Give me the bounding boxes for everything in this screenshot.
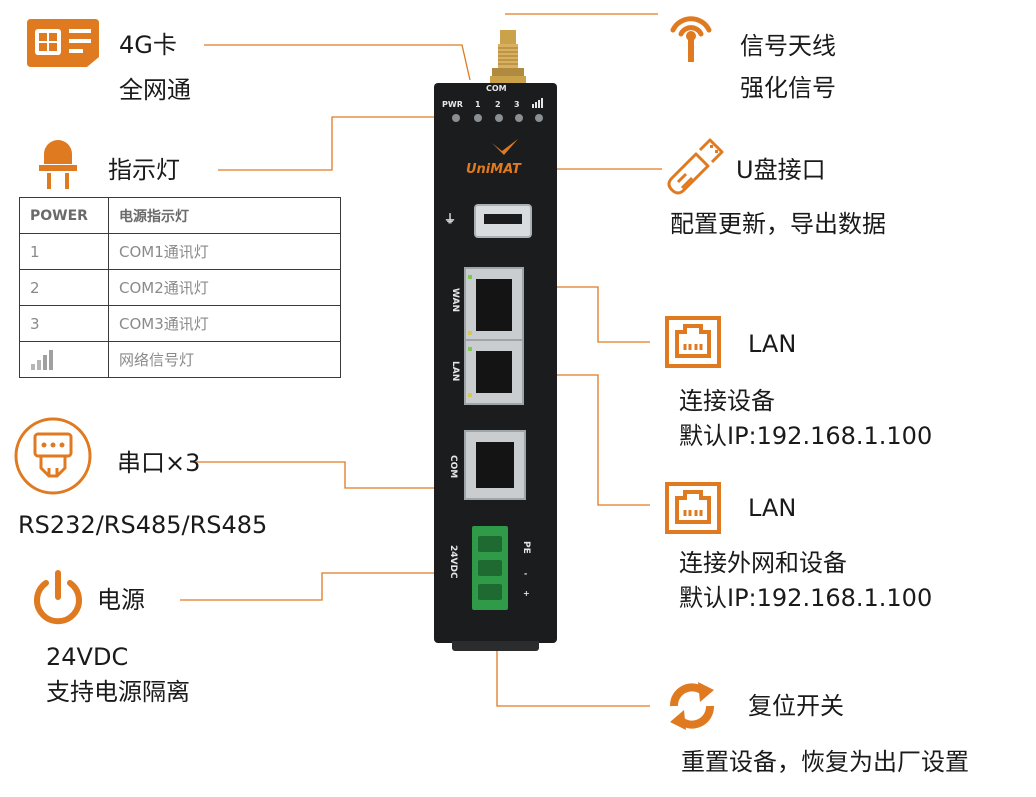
table-cell-key: POWER [19, 197, 109, 234]
lan1-title: LAN [748, 330, 797, 358]
table-cell-key: 2 [19, 269, 109, 306]
led-com3 [515, 114, 523, 122]
led-label-pwr: PWR [442, 100, 463, 109]
terminal-label-minus: - [524, 569, 528, 578]
usb-port[interactable] [474, 204, 532, 238]
usb-subtitle: 配置更新，导出数据 [670, 210, 886, 238]
unimat-logo-icon [492, 139, 518, 155]
leader-power [180, 572, 448, 601]
leader-lan1 [523, 286, 650, 343]
usb-drive-icon [667, 138, 724, 195]
table-cell-key: 3 [19, 305, 109, 342]
lan1-line2: 默认IP:192.168.1.100 [679, 422, 933, 450]
leader-lan2 [523, 374, 650, 506]
signal-bars-icon [532, 98, 543, 108]
lan-port[interactable] [464, 339, 524, 405]
ethernet-port-icon [665, 316, 721, 368]
sim-title: 4G卡 [119, 31, 177, 59]
table-cell-key [19, 341, 109, 378]
gateway-device: PWR COM 1 2 3 UniMAT ⏚ WAN LAN COM 24VDC [434, 83, 557, 651]
led-signal [535, 114, 543, 122]
brand-logo-text: UniMAT [466, 162, 521, 177]
indicator-light-icon [39, 140, 77, 189]
antenna-connector [490, 30, 526, 84]
table-row: 2 COM2通讯灯 [19, 269, 341, 306]
table-cell-desc: COM1通讯灯 [108, 233, 341, 270]
leader-sim [204, 44, 471, 81]
led-power [452, 114, 460, 122]
port-label-24vdc: 24VDC [448, 545, 458, 579]
port-label-com: COM [448, 455, 458, 479]
table-cell-key: 1 [19, 233, 109, 270]
table-row: 网络信号灯 [19, 341, 341, 378]
leader-reset [496, 648, 650, 707]
ethernet-port-icon [665, 482, 721, 534]
power-terminal[interactable] [472, 526, 508, 610]
reset-title: 复位开关 [748, 692, 844, 720]
leader-indicator [218, 116, 455, 171]
table-cell-desc: COM2通讯灯 [108, 269, 341, 306]
power-title: 电源 [97, 586, 145, 614]
table-cell-desc: 电源指示灯 [108, 197, 341, 234]
lan1-line1: 连接设备 [679, 387, 775, 415]
led-label-1: 1 [475, 100, 481, 109]
table-row: 3 COM3通讯灯 [19, 305, 341, 342]
lan2-title: LAN [748, 494, 797, 522]
terminal-label-pe: PE [521, 541, 531, 554]
com-port[interactable] [464, 430, 526, 500]
signal-bars-icon [31, 349, 53, 370]
table-cell-desc: COM3通讯灯 [108, 305, 341, 342]
led-label-2: 2 [495, 100, 501, 109]
usb-symbol-icon: ⏚ [444, 212, 457, 226]
reset-button[interactable] [452, 641, 539, 651]
port-label-wan: WAN [450, 288, 460, 313]
serial-subtitle: RS232/RS485/RS485 [18, 511, 268, 539]
antenna-title: 信号天线 [740, 32, 836, 60]
led-com2 [495, 114, 503, 122]
antenna-signal-icon [670, 16, 712, 62]
wan-port[interactable] [464, 267, 524, 343]
reset-subtitle: 重置设备，恢复为出厂设置 [681, 748, 969, 776]
table-cell-desc: 网络信号灯 [108, 341, 341, 378]
power-icon [34, 570, 82, 625]
serial-title: 串口×3 [117, 449, 201, 477]
serial-port-icon [14, 417, 92, 495]
led-com1 [474, 114, 482, 122]
lan2-line2: 默认IP:192.168.1.100 [679, 584, 933, 612]
terminal-label-plus: + [523, 589, 530, 598]
usb-title: U盘接口 [736, 156, 826, 184]
port-label-lan: LAN [450, 361, 460, 382]
lan2-line1: 连接外网和设备 [679, 549, 847, 577]
sim-subtitle: 全网通 [119, 76, 191, 104]
power-line1: 24VDC [46, 643, 129, 671]
sim-card-icon [27, 19, 99, 67]
antenna-subtitle: 强化信号 [740, 74, 836, 102]
table-row: 1 COM1通讯灯 [19, 233, 341, 270]
power-line2: 支持电源隔离 [46, 678, 190, 706]
table-row: POWER 电源指示灯 [19, 197, 341, 234]
led-label-com: COM [486, 84, 507, 93]
leader-serial [194, 461, 458, 489]
led-label-3: 3 [514, 100, 520, 109]
indicator-title: 指示灯 [108, 156, 180, 184]
reset-cycle-icon [670, 682, 714, 730]
indicator-table: POWER 电源指示灯 1 COM1通讯灯 2 COM2通讯灯 3 COM3通讯… [19, 197, 341, 378]
